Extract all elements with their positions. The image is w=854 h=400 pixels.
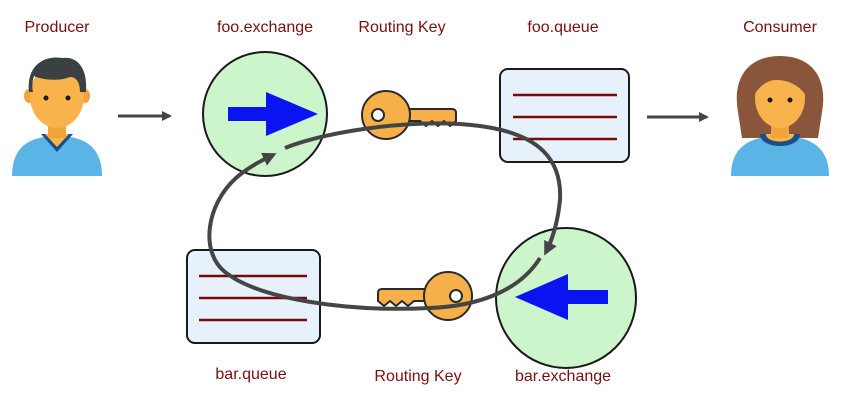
routing-loop-lower (207, 152, 542, 311)
arrow-left-icon (515, 274, 608, 320)
consumer-label: Consumer (743, 19, 817, 36)
bar-queue-label: bar.queue (215, 366, 287, 383)
routing-key-bottom-label: Routing Key (374, 368, 462, 385)
male-user-icon (12, 57, 102, 176)
arrow-right-icon (228, 92, 318, 136)
foo-queue-node (499, 68, 630, 163)
key-icon (377, 271, 473, 321)
key-icon (361, 90, 457, 140)
bar-queue-node (186, 249, 321, 344)
producer-label: Producer (24, 19, 90, 36)
bar-exchange-label: bar.exchange (514, 368, 612, 385)
foo-queue-label: foo.queue (527, 19, 599, 36)
female-user-icon (731, 56, 829, 176)
foo-exchange-label: foo.exchange (216, 19, 314, 36)
routing-key-top-label: Routing Key (358, 19, 446, 36)
routing-loop-upper (284, 121, 563, 256)
